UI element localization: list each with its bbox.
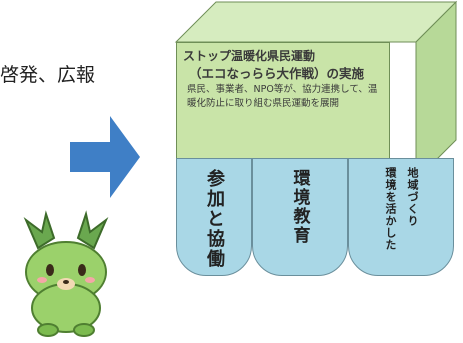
- right-arrow-icon: [70, 116, 140, 198]
- pillar-education: 環境教育: [252, 158, 348, 276]
- deer-mascot-icon: [23, 210, 109, 337]
- pillar-label-col1: 環境を活かした: [384, 167, 397, 251]
- pillar-community: 環境を活かした 地域づくり: [348, 158, 454, 276]
- pillar-label: 参加と協働: [204, 169, 225, 269]
- structure-diagram: ストップ温暖化県民運動 （エコなっらら大作戦）の実施 県民、事業者、NPO等が、…: [150, 0, 463, 290]
- campaign-panel: ストップ温暖化県民運動 （エコなっらら大作戦）の実施 県民、事業者、NPO等が、…: [176, 42, 390, 160]
- pillar-label-col2: 地域づくり: [406, 167, 419, 227]
- panel-subtitle: （エコなっらら大作戦）の実施: [189, 66, 365, 81]
- top-label: 啓発、広報: [0, 64, 96, 86]
- panel-body: 県民、事業者、NPO等が、協力連携して、温暖化防止に取り組む県民運動を展開: [187, 84, 378, 109]
- pillar-label: 環境教育: [289, 169, 310, 245]
- panel-title: ストップ温暖化県民運動: [183, 49, 316, 63]
- pillar-participation: 参加と協働: [176, 158, 252, 276]
